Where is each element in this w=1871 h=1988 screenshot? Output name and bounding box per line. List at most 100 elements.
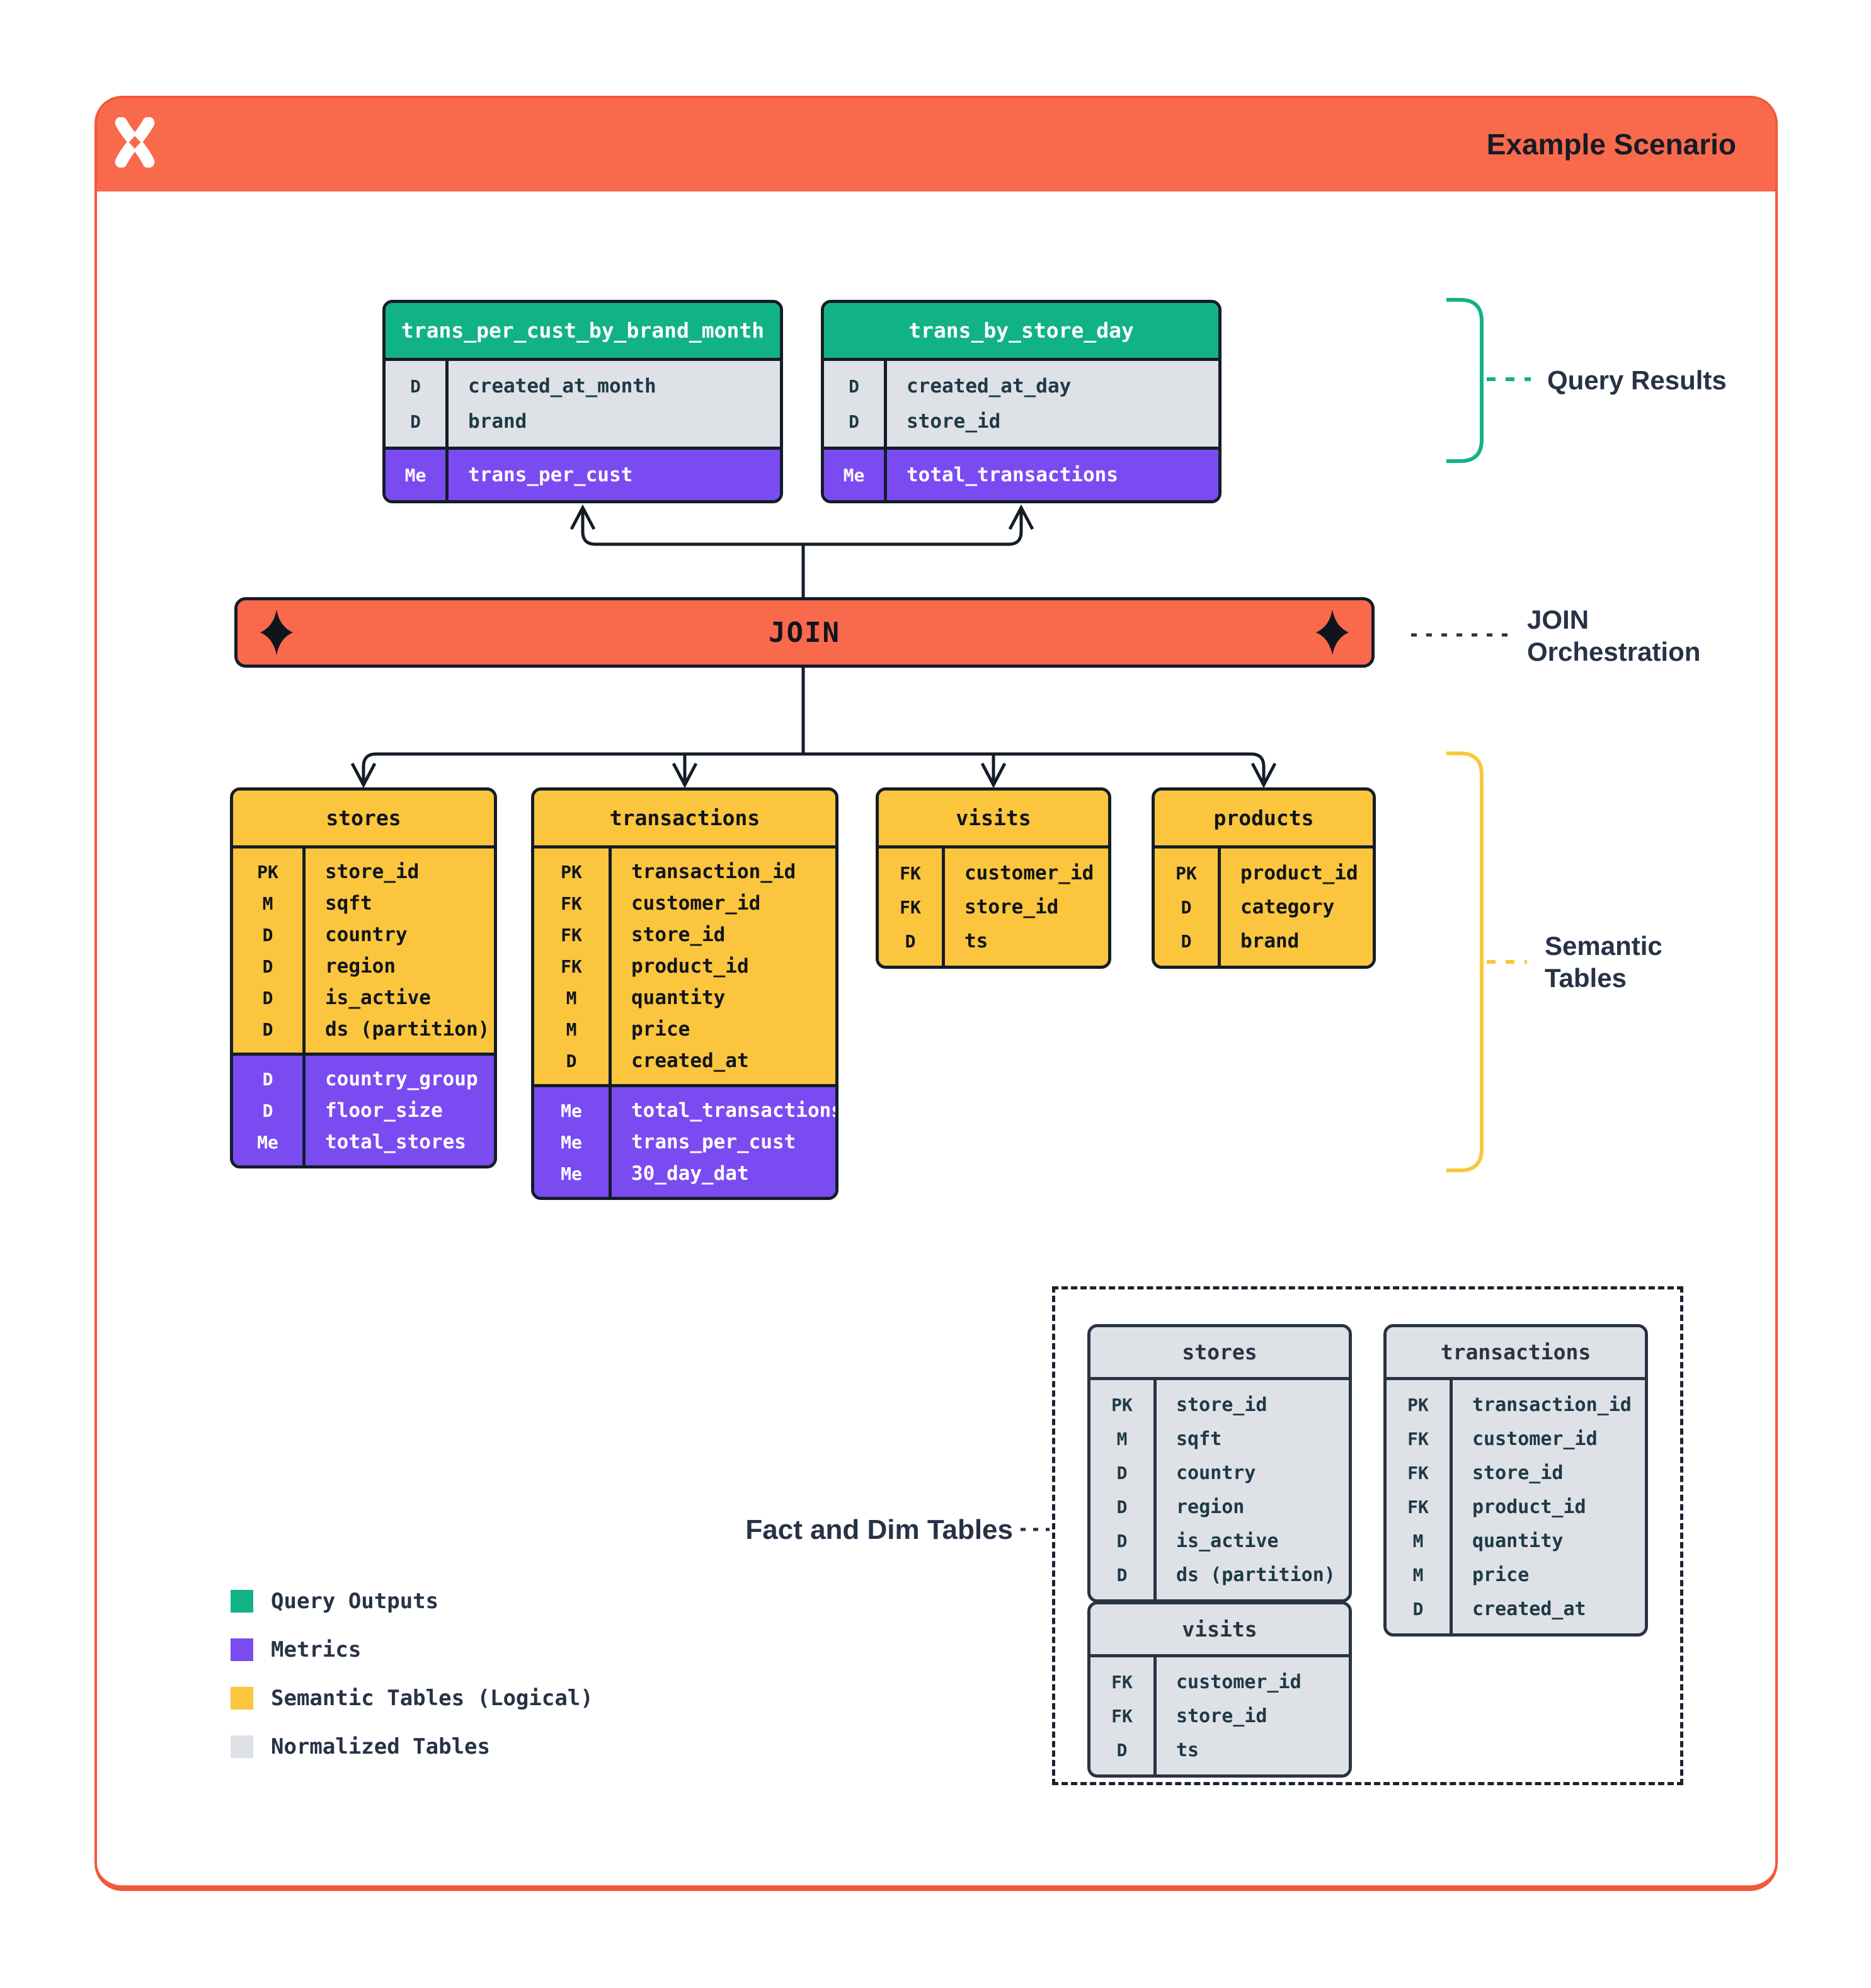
field-name: ds (partition) <box>325 1018 490 1041</box>
field-key: D <box>262 956 273 977</box>
field-key: D <box>1181 930 1192 952</box>
legend-label: Normalized Tables <box>271 1734 490 1759</box>
field-key: M <box>1412 1564 1424 1585</box>
legend-swatch-green <box>231 1590 253 1613</box>
legend-item-query-outputs: Query Outputs <box>231 1589 593 1614</box>
field-key: FK <box>561 956 582 977</box>
legend-label: Semantic Tables (Logical) <box>271 1686 593 1711</box>
field-name: country_group <box>325 1068 478 1090</box>
field-key: M <box>262 893 273 914</box>
field-name: customer_id <box>964 862 1094 884</box>
field-name: store_id <box>907 410 1001 433</box>
table-row: Me trans_per_cust <box>386 457 780 493</box>
field-key: Me <box>561 1100 582 1121</box>
field-name: customer_id <box>631 892 761 915</box>
field-name: created_at_month <box>468 375 656 397</box>
table-header: trans_by_store_day <box>824 303 1218 361</box>
field-key: Me <box>404 464 426 486</box>
table-header: products <box>1155 791 1373 848</box>
field-name: 30_day_dat <box>631 1162 749 1185</box>
field-key: FK <box>561 893 582 914</box>
annotation-semantic-tables: Semantic Tables <box>1545 931 1662 993</box>
field-name: customer_id <box>1176 1671 1302 1693</box>
table-row: FK product_id <box>534 951 835 982</box>
legend-swatch-gray <box>231 1735 253 1758</box>
table-row: FK store_id <box>879 890 1108 924</box>
field-name: product_id <box>1240 862 1358 884</box>
sparkle-icon <box>260 610 293 655</box>
field-name: product_id <box>631 955 749 978</box>
field-name: sqft <box>1176 1427 1222 1450</box>
field-key: D <box>410 375 421 397</box>
field-name: floor_size <box>325 1099 443 1122</box>
field-name: ds (partition) <box>1176 1563 1336 1586</box>
field-key: FK <box>1407 1462 1429 1483</box>
field-name: brand <box>1240 930 1300 952</box>
field-name: ts <box>964 930 988 952</box>
field-name: region <box>1176 1495 1245 1518</box>
field-key: D <box>849 411 859 432</box>
field-name: store_id <box>1176 1393 1267 1416</box>
table-header: stores <box>1090 1327 1349 1380</box>
legend-swatch-yellow <box>231 1687 253 1710</box>
header-bar: Example Scenario <box>97 98 1775 191</box>
join-bar: JOIN <box>234 597 1375 668</box>
field-key: FK <box>900 896 921 918</box>
page-title: Example Scenario <box>1486 128 1736 161</box>
field-name: transaction_id <box>1472 1393 1632 1416</box>
field-key: PK <box>257 861 278 883</box>
field-key: D <box>1116 1496 1128 1517</box>
table-header: trans_per_cust_by_brand_month <box>386 303 780 361</box>
sparkle-icon <box>1316 610 1349 655</box>
field-name: product_id <box>1472 1495 1586 1518</box>
field-name: price <box>631 1018 690 1041</box>
field-name: trans_per_cust <box>631 1131 796 1153</box>
legend: Query Outputs Metrics Semantic Tables (L… <box>231 1589 593 1759</box>
table-header: stores <box>233 791 494 848</box>
field-name: is_active <box>1176 1529 1279 1552</box>
field-name: trans_per_cust <box>468 464 633 486</box>
field-key: FK <box>1111 1705 1133 1727</box>
field-name: is_active <box>325 986 431 1009</box>
table-header: transactions <box>534 791 835 848</box>
field-name: sqft <box>325 892 372 915</box>
field-key: M <box>566 987 577 1008</box>
legend-label: Query Outputs <box>271 1589 439 1614</box>
field-name: store_id <box>964 896 1059 918</box>
field-name: quantity <box>631 986 726 1009</box>
field-key: D <box>1116 1530 1128 1551</box>
metric-rows: Me trans_per_cust <box>386 447 780 500</box>
table-header: visits <box>879 791 1108 848</box>
field-name: total_stores <box>325 1131 466 1153</box>
